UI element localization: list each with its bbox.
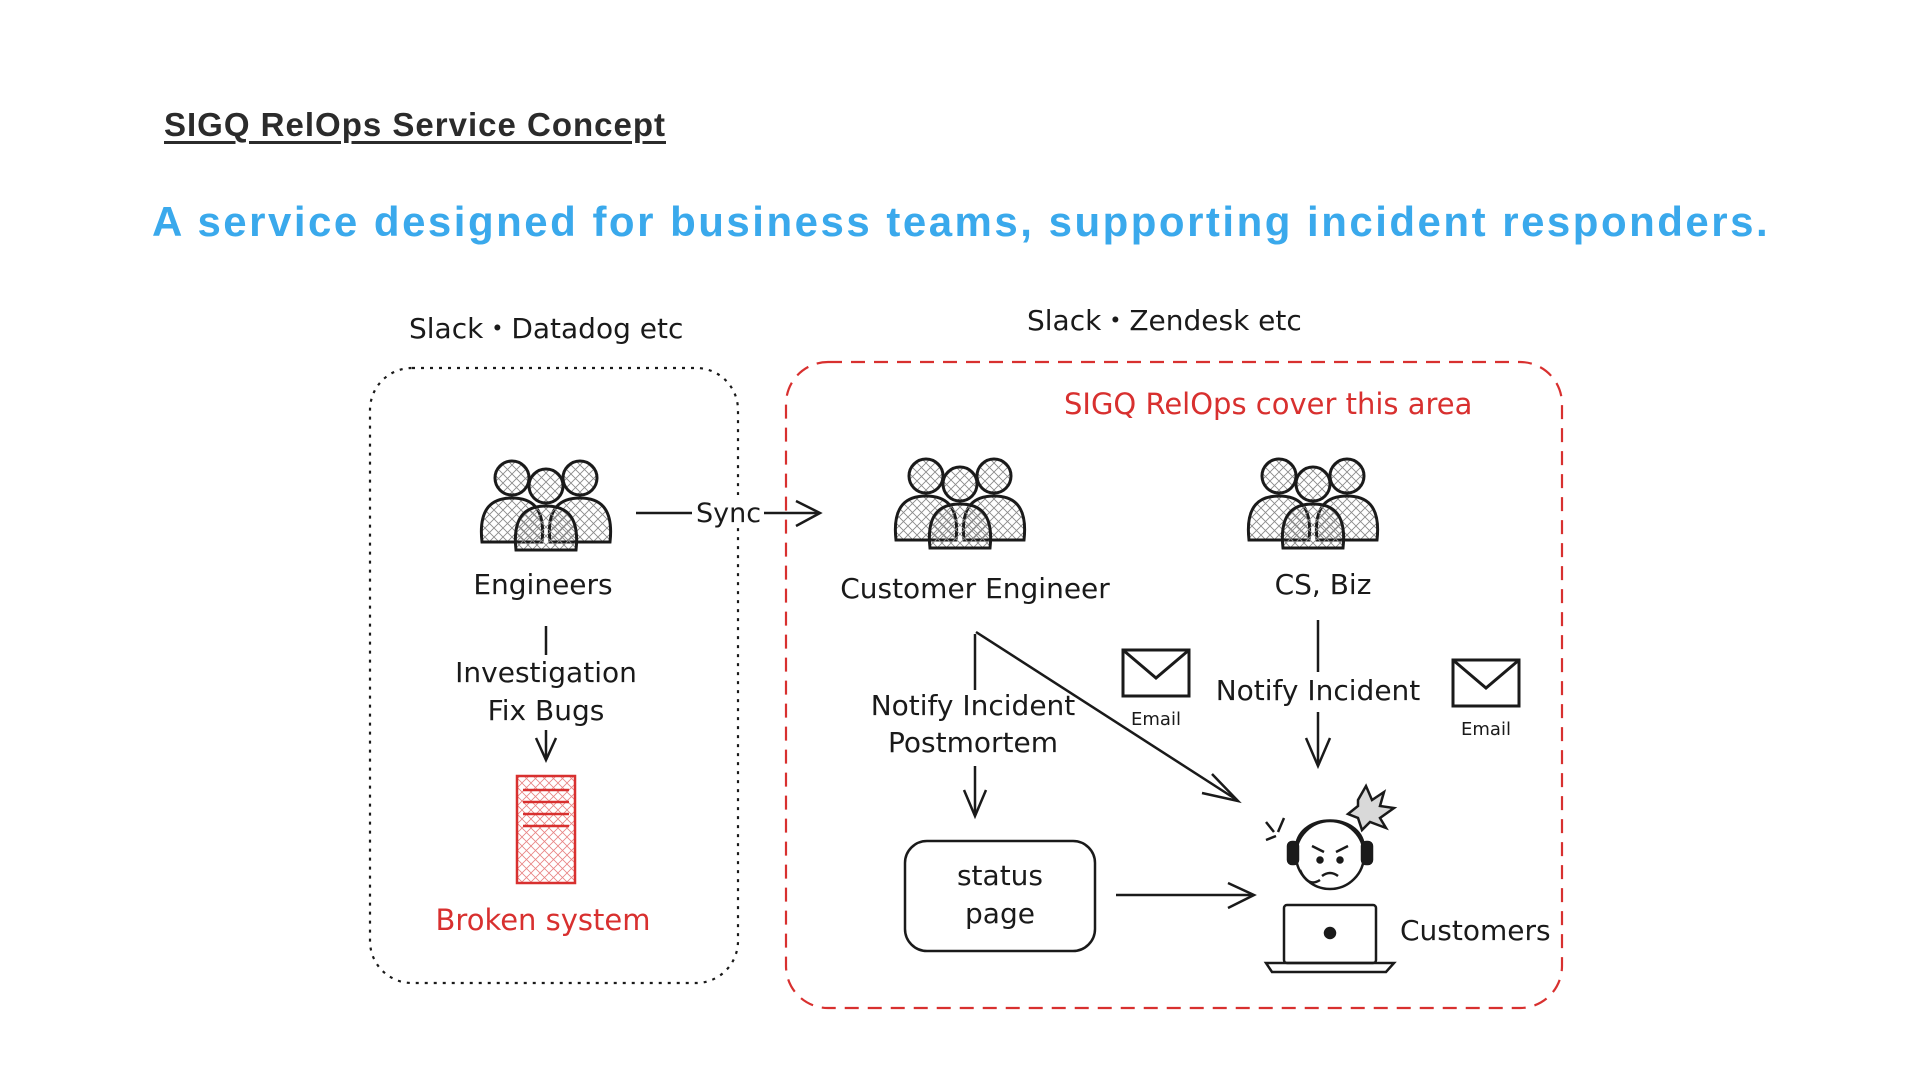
cs-biz-icon	[1248, 459, 1377, 548]
notify-incident-left-label: Notify Incident	[871, 689, 1076, 722]
email-label-left: Email	[1131, 709, 1181, 730]
email-icon-left	[1121, 648, 1191, 698]
notify-right-arrow	[1304, 712, 1332, 770]
broken-system-label: Broken system	[436, 903, 651, 937]
sync-label: Sync	[696, 498, 761, 529]
right-area-box	[784, 360, 1564, 1010]
page-subtitle: A service designed for business teams, s…	[152, 198, 1771, 245]
customers-label: Customers	[1400, 914, 1551, 947]
email-label-right: Email	[1461, 719, 1511, 740]
engineers-label: Engineers	[473, 568, 612, 601]
angry-customer-icon	[1263, 783, 1398, 974]
investigation-label: Investigation	[455, 656, 637, 689]
left-area-label: Slack・Datadog etc	[409, 312, 683, 345]
customer-engineer-label: Customer Engineer	[840, 572, 1110, 605]
engineers-icon	[481, 461, 610, 550]
fix-bugs-arrow	[534, 730, 558, 764]
status-page-label-line1: status	[957, 859, 1043, 892]
postmortem-label: Postmortem	[888, 726, 1058, 759]
right-area-label: Slack・Zendesk etc	[1027, 304, 1302, 337]
email-icon-right	[1451, 658, 1521, 708]
coverage-label: SIGQ RelOps cover this area	[1064, 387, 1472, 421]
fix-bugs-label: Fix Bugs	[488, 694, 605, 727]
page-title: SIGQ RelOps Service Concept	[164, 106, 666, 143]
ce-to-customers-arrow	[975, 630, 1242, 804]
postmortem-arrow	[962, 766, 988, 820]
server-icon	[515, 774, 577, 885]
status-page-box	[903, 839, 1097, 953]
customer-engineer-icon	[895, 459, 1024, 548]
status-to-customers-arrow	[1116, 881, 1257, 910]
status-page-label-line2: page	[965, 897, 1035, 930]
notify-incident-right-label: Notify Incident	[1216, 674, 1421, 707]
cs-biz-label: CS, Biz	[1275, 568, 1372, 601]
